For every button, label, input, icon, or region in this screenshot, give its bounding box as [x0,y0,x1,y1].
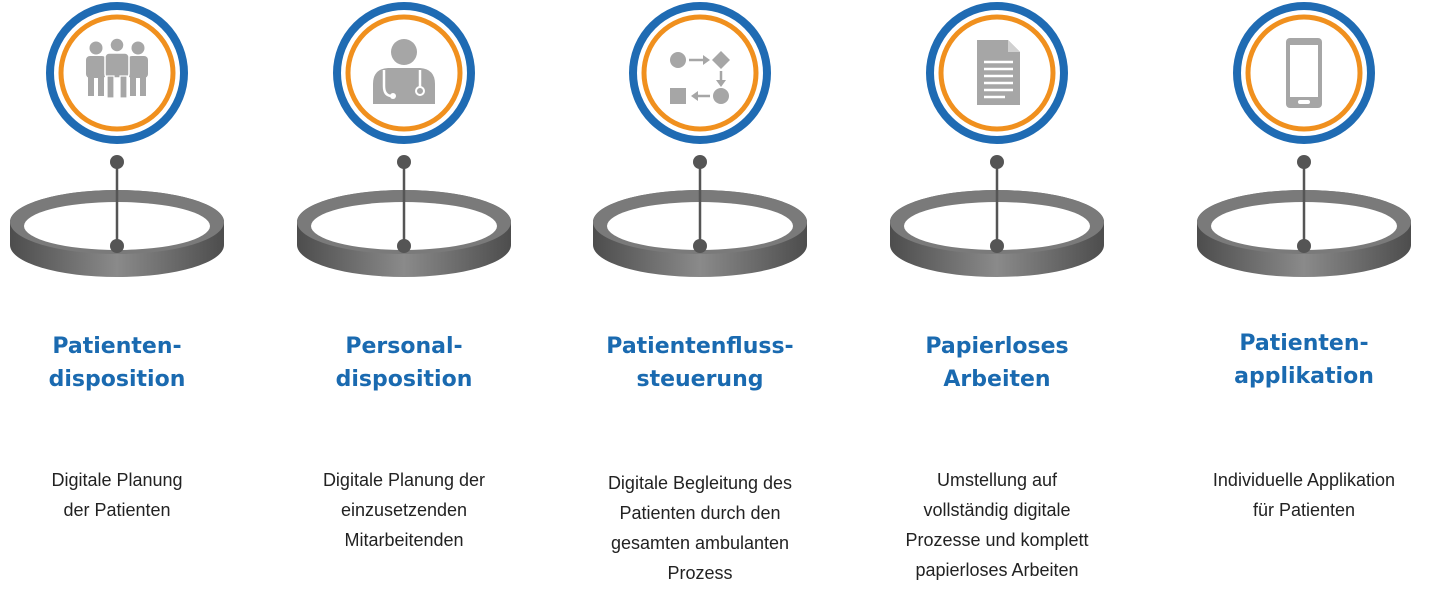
smartphone-icon [1286,38,1322,108]
step-graphic-1 [10,2,224,277]
connector-dot-bottom [397,239,411,253]
item-2-description: Digitale Planung der einzusetzenden Mita… [322,470,486,550]
item-3-title: Patientenfluss- steuerung [606,334,794,392]
item-1-title: Patienten- disposition [48,334,186,392]
connector-dot-top [110,155,124,169]
connector-dot-top [397,155,411,169]
item-5-description: Individuelle Applikation für Patienten [1212,470,1396,520]
item-1-description: Digitale Planung der Patienten [51,470,183,520]
inner-ring [641,14,759,132]
doctor-icon [373,39,435,104]
step-graphic-4 [890,2,1104,277]
item-4-title: Papierloses Arbeiten [925,334,1069,392]
connector-dot-bottom [110,239,124,253]
connector-dot-bottom [693,239,707,253]
item-2-title: Personal- disposition [335,334,473,392]
item-4-description: Umstellung auf vollständig digitale Proz… [905,470,1089,580]
item-3-description: Digitale Begleitung des Patienten durch … [607,473,793,583]
step-graphic-2 [297,2,511,277]
document-icon [977,40,1020,105]
connector-dot-top [693,155,707,169]
step-graphic-3 [593,2,807,277]
process-flow-icon [670,51,730,104]
connector-dot-bottom [990,239,1004,253]
people-group-icon [86,37,148,99]
item-5-title: Patienten- applikation [1234,331,1374,389]
connector-dot-top [1297,155,1311,169]
connector-dot-top [990,155,1004,169]
step-graphic-5 [1197,2,1411,277]
connector-dot-bottom [1297,239,1311,253]
